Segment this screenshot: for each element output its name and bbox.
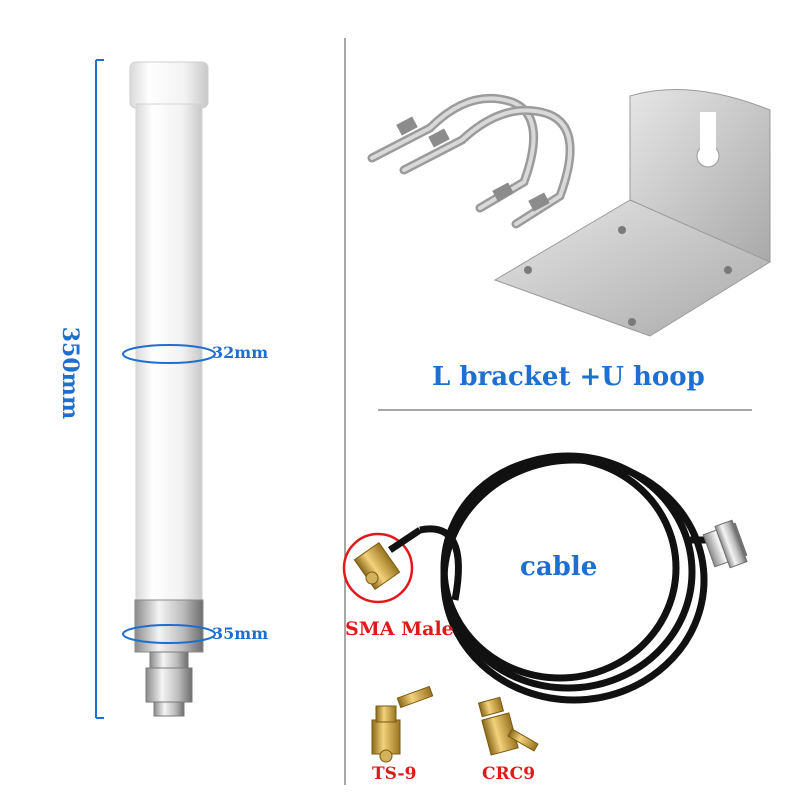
u-hoop-bolts <box>367 93 575 229</box>
sma-male-highlight <box>342 527 422 604</box>
l-bracket <box>493 89 772 337</box>
diameter-top-label: 32mm <box>212 343 269 362</box>
height-label: 350mm <box>57 326 83 420</box>
bracket-label: L bracket +U hoop <box>432 362 705 392</box>
diameter-ring-bottom <box>122 624 216 644</box>
crc9-adapter <box>477 696 539 756</box>
ts9-adapter <box>371 685 434 763</box>
cable-label: cable <box>520 552 598 582</box>
diameter-bottom-label: 35mm <box>212 624 269 643</box>
height-dimension-bracket <box>95 59 104 719</box>
antenna <box>129 61 209 717</box>
ts9-label: TS-9 <box>372 764 417 784</box>
diameter-ring-top <box>122 344 216 364</box>
n-female-connector <box>702 519 748 569</box>
sma-male-label: SMA Male <box>345 618 454 640</box>
crc9-label: CRC9 <box>482 764 536 784</box>
